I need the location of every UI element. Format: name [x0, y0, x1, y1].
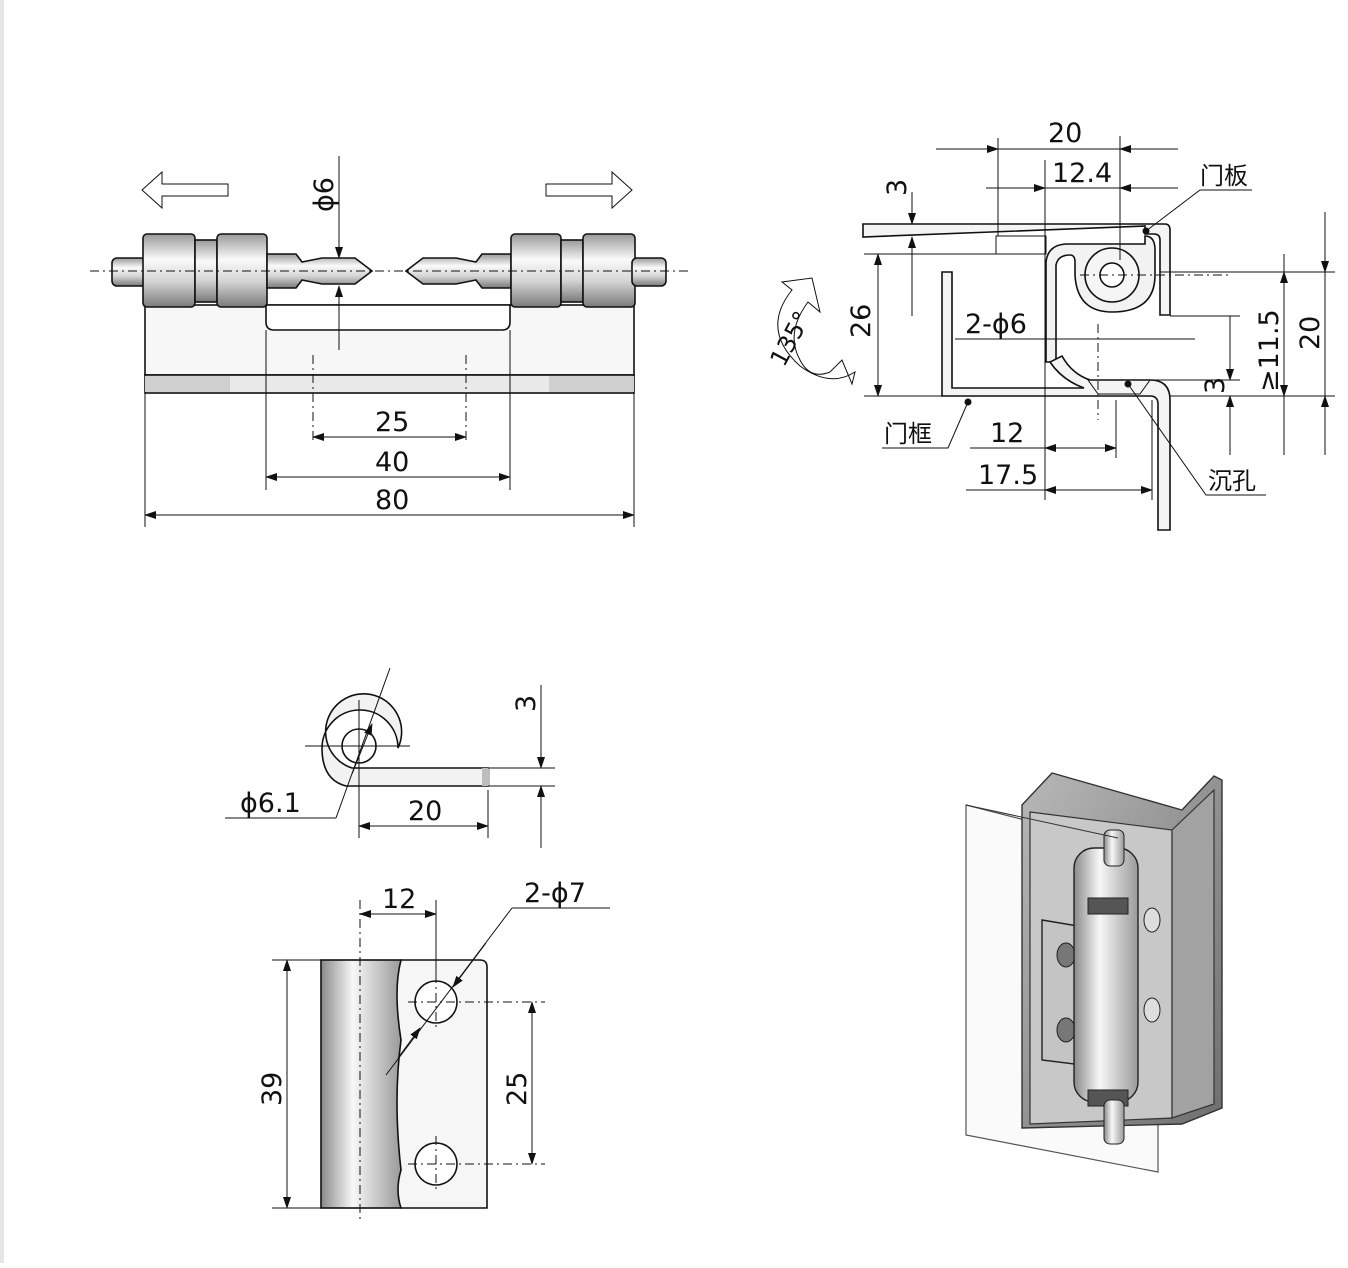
front-dim-25: 25	[375, 407, 409, 438]
rotation-arrow	[777, 277, 856, 386]
leaf-side-view: ϕ6.1 3 20	[225, 667, 555, 848]
leaf-side-end-shade	[482, 768, 490, 786]
section-dim-3-top: 3	[882, 179, 913, 196]
section-dim-17-5: 17.5	[978, 460, 1038, 491]
left-pull-arrow	[141, 170, 229, 210]
front-dim-40: 40	[375, 447, 409, 478]
iso-frame-hole-top	[1143, 907, 1161, 933]
iso-frame-hole-bottom	[1143, 997, 1161, 1023]
isometric-view	[965, 772, 1223, 1173]
section-dim-min-11-5: ≥11.5	[1254, 309, 1285, 392]
iso-leaf-hole-bottom	[1056, 1017, 1076, 1043]
rotation-angle-label: 135°	[765, 307, 817, 371]
section-dim-3-right: 3	[1200, 377, 1231, 394]
leaf-side-dim-phi6-1: ϕ6.1	[240, 788, 301, 819]
iso-barrel-slot-top	[1087, 897, 1129, 915]
door-panel-shade	[995, 235, 1047, 255]
section-view: 135° 20 12.4 3 26 2-ϕ6 3	[765, 118, 1335, 531]
iso-barrel	[1073, 847, 1139, 1103]
section-dim-2-phi6: 2-ϕ6	[965, 309, 1027, 340]
leaf-top-dim-12: 12	[382, 884, 416, 915]
leaf-top-dim-2-phi7: 2-ϕ7	[524, 878, 586, 909]
sheet-border	[0, 0, 4, 1263]
section-dim-12: 12	[990, 418, 1024, 449]
countersink-shade	[1087, 379, 1151, 395]
phi6-1-arrow	[351, 723, 373, 775]
phi7-arrow-b	[397, 1027, 421, 1059]
section-dim-20-top: 20	[1048, 118, 1082, 149]
label-countersink: 沉孔	[1208, 467, 1256, 495]
door-frame-leader	[882, 401, 969, 449]
section-dim-26: 26	[846, 304, 877, 338]
label-door-frame: 门框	[884, 420, 932, 448]
leaf-barrel	[320, 959, 402, 1209]
door-panel-leader	[1145, 189, 1252, 232]
door-panel-profile	[862, 223, 1171, 316]
front-dim-80: 80	[375, 485, 409, 516]
iso-leaf-hole-top	[1056, 942, 1076, 968]
front-base-shade-right	[549, 376, 634, 392]
front-center-cutout	[265, 304, 511, 331]
leaf-side-dim-20: 20	[408, 796, 442, 827]
leaf-top-view: 12 2-ϕ7 39 25	[257, 878, 610, 1220]
front-pin-dia-label: ϕ6	[309, 177, 340, 212]
countersink-leader	[1127, 383, 1266, 496]
iso-pin-top	[1103, 829, 1125, 867]
iso-panel-edge	[965, 804, 1119, 839]
leaf-top-dim-39: 39	[257, 1072, 288, 1106]
phi6-1-diag-leader	[335, 667, 391, 819]
phi7-diag-leader	[385, 907, 513, 1076]
iso-pin-bottom	[1103, 1099, 1125, 1145]
section-dim-20-right: 20	[1295, 316, 1326, 350]
left-pin-tip	[111, 257, 147, 287]
leaf-side-dim-3: 3	[511, 695, 542, 712]
iso-frame-side	[1171, 788, 1215, 1119]
front-base-shade-left	[145, 376, 230, 392]
label-door-panel: 门板	[1200, 162, 1248, 190]
leaf-top-dim-25: 25	[502, 1072, 533, 1106]
leaf-plate	[396, 959, 488, 1209]
right-pull-arrow	[545, 170, 633, 210]
section-dim-12-4: 12.4	[1052, 158, 1112, 189]
front-view: ϕ6 25 40 80	[90, 156, 688, 527]
right-pin-tip	[631, 257, 667, 287]
phi7-arrow-a	[452, 942, 487, 988]
